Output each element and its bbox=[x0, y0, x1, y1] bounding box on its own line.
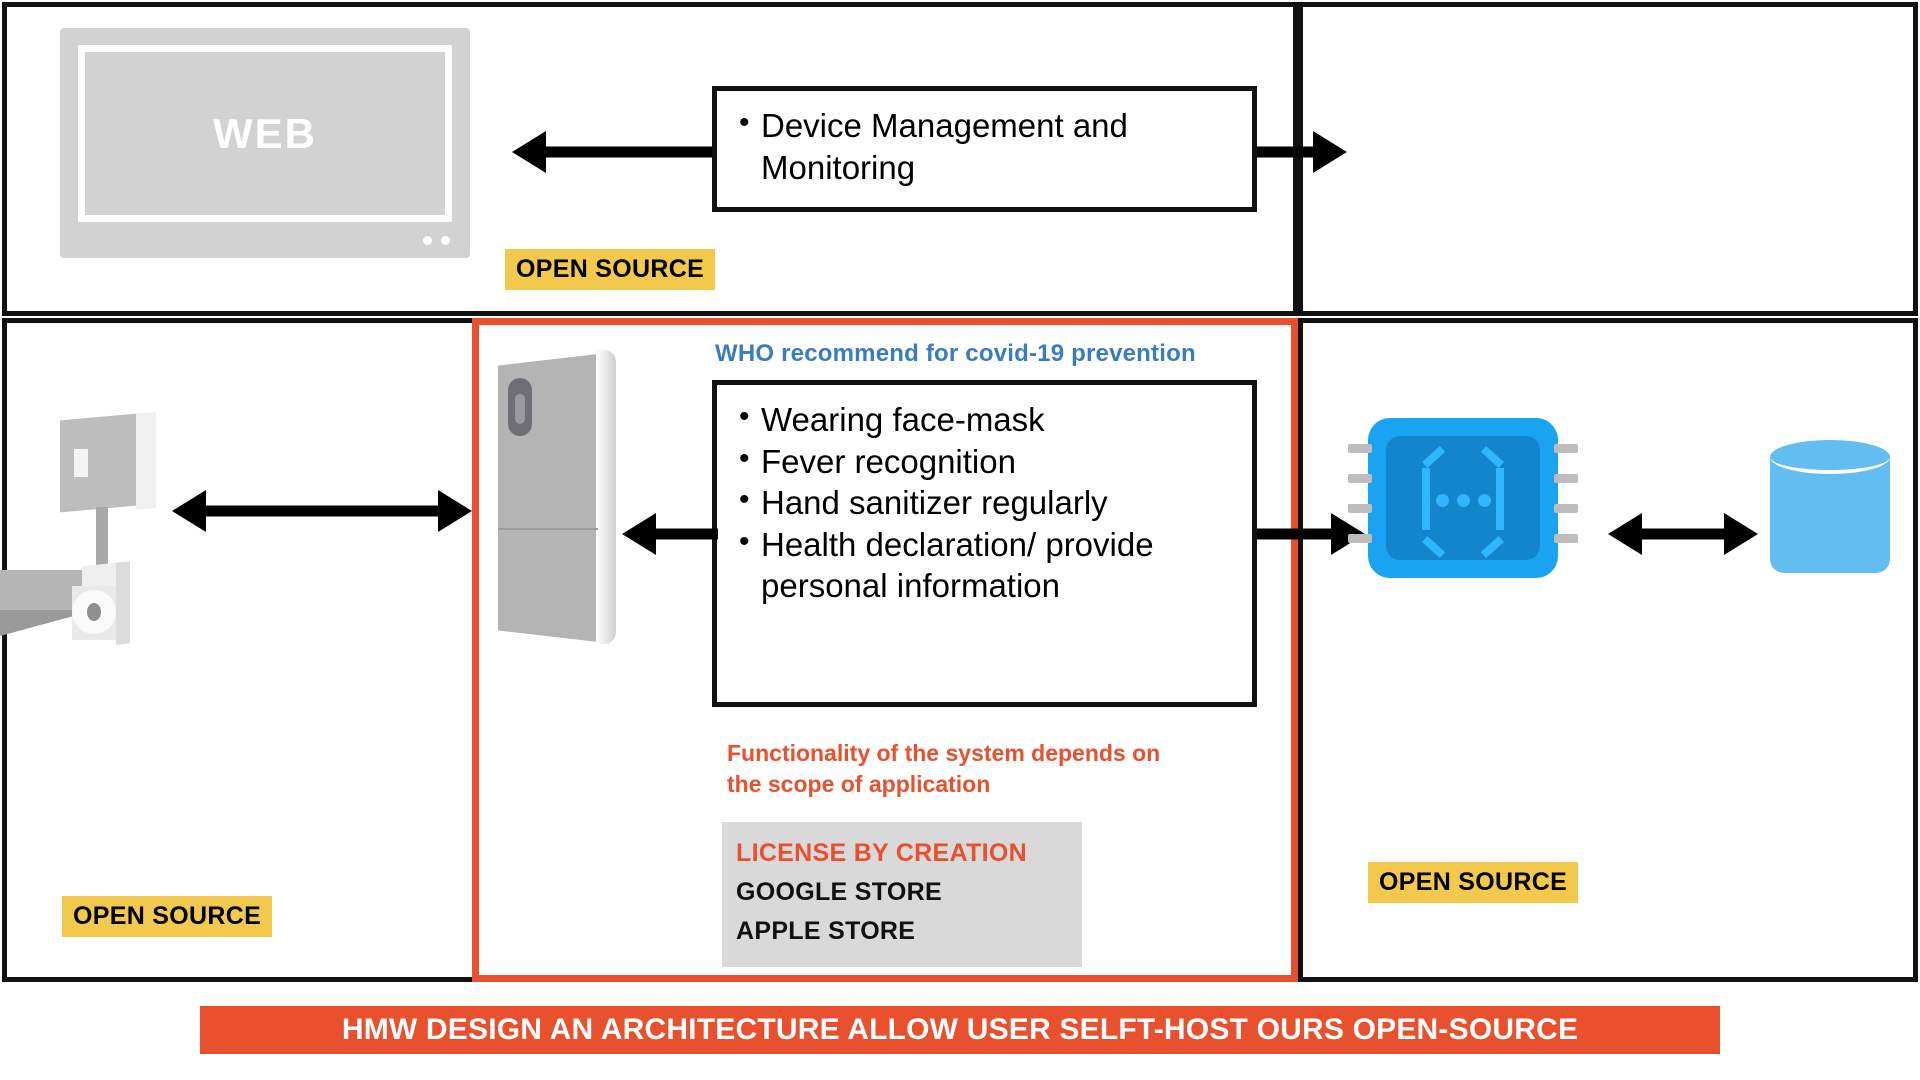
chip-pin bbox=[1348, 474, 1372, 483]
who-recommendation-list: Wearing face-mask Fever recognition Hand… bbox=[739, 398, 1234, 607]
arrow-shaft bbox=[1257, 146, 1317, 158]
chip-pin bbox=[1554, 534, 1578, 543]
page-title-banner: HMW DESIGN AN ARCHITECTURE ALLOW USER SE… bbox=[200, 1006, 1720, 1054]
arrow-sensor-to-kiosk-icon bbox=[172, 489, 472, 533]
sensor-pole bbox=[96, 507, 108, 567]
access-control-sensor-icon bbox=[54, 407, 164, 567]
bracket-left-stem bbox=[1422, 468, 1430, 530]
kiosk-seam bbox=[498, 528, 598, 530]
monitor-indicator-dot bbox=[423, 236, 432, 245]
chip-pin bbox=[1554, 444, 1578, 453]
chip-pin bbox=[1554, 504, 1578, 513]
monitor-icon: WEB bbox=[60, 28, 470, 258]
sensor-body bbox=[60, 413, 136, 513]
arrow-shaft bbox=[202, 505, 442, 517]
note-functionality-scope: Functionality of the system depends on t… bbox=[727, 740, 1161, 798]
sensor-screen bbox=[74, 449, 88, 477]
arrow-device-to-web-icon bbox=[512, 130, 712, 174]
license-info-box: LICENSE BY CREATION GOOGLE STORE APPLE S… bbox=[722, 822, 1082, 967]
arrow-head-left bbox=[512, 131, 546, 173]
bracket-right-top bbox=[1480, 445, 1504, 468]
arrow-shaft bbox=[542, 146, 712, 158]
camera-back-plate bbox=[116, 561, 130, 645]
security-camera-icon bbox=[0, 560, 150, 650]
list-item: Hand sanitizer regularly bbox=[739, 481, 1234, 524]
arrow-head-right bbox=[1313, 131, 1347, 173]
arrow-head-left bbox=[622, 513, 656, 555]
callout-who-recommendations: Wearing face-mask Fever recognition Hand… bbox=[712, 380, 1257, 707]
status-badge-open-source-backend: OPEN SOURCE bbox=[1368, 862, 1579, 903]
arrow-device-to-backend-icon bbox=[1257, 130, 1347, 174]
device-management-list: Device Management and Monitoring bbox=[739, 104, 1234, 188]
arrow-head-right bbox=[438, 490, 472, 532]
list-item: Fever recognition bbox=[739, 440, 1234, 483]
who-recommendation-heading: WHO recommend for covid-19 prevention bbox=[715, 340, 1196, 367]
bracket-left-top bbox=[1422, 445, 1446, 468]
chip-code-brackets-glyph bbox=[1386, 436, 1540, 560]
database-cylinder-icon bbox=[1770, 440, 1890, 590]
bracket-right-stem bbox=[1496, 468, 1504, 530]
chip-pin bbox=[1554, 474, 1578, 483]
monitor-screen bbox=[78, 45, 452, 222]
processor-chip-icon bbox=[1348, 408, 1578, 588]
bracket-left-bottom bbox=[1422, 536, 1446, 559]
sensor-side bbox=[136, 412, 156, 510]
kiosk-tablet-icon bbox=[492, 348, 622, 648]
arrow-head-left bbox=[172, 490, 206, 532]
status-badge-open-source-web: OPEN SOURCE bbox=[505, 249, 716, 290]
arrow-shaft bbox=[1638, 528, 1728, 540]
arrow-head-left bbox=[1608, 513, 1642, 555]
arrow-who-to-kiosk-icon bbox=[622, 512, 718, 556]
bracket-right-bottom bbox=[1480, 536, 1504, 559]
web-label: WEB bbox=[213, 110, 317, 157]
database-top-ellipse bbox=[1770, 440, 1890, 474]
arrow-head-right bbox=[1724, 513, 1758, 555]
license-store-google: GOOGLE STORE bbox=[736, 877, 942, 906]
monitor-indicator-dot bbox=[441, 236, 450, 245]
database-body bbox=[1770, 457, 1890, 573]
kiosk-edge bbox=[596, 350, 616, 644]
chip-dot bbox=[1436, 494, 1449, 507]
chip-pin bbox=[1348, 534, 1372, 543]
callout-device-management: Device Management and Monitoring bbox=[712, 86, 1257, 212]
license-store-apple: APPLE STORE bbox=[736, 916, 916, 945]
camera-lens-aperture bbox=[87, 603, 101, 621]
panel-top-right bbox=[1298, 2, 1918, 316]
list-item: Wearing face-mask bbox=[739, 398, 1234, 441]
arrow-chip-to-database-icon bbox=[1608, 512, 1758, 556]
status-badge-open-source-sensor: OPEN SOURCE bbox=[62, 896, 273, 937]
chip-dot bbox=[1478, 494, 1491, 507]
list-item: Health declaration/ provide personal inf… bbox=[739, 523, 1234, 607]
arrow-shaft bbox=[1257, 528, 1335, 540]
arrow-shaft bbox=[652, 528, 718, 540]
chip-dot bbox=[1457, 494, 1470, 507]
chip-pin bbox=[1348, 504, 1372, 513]
list-item: Device Management and Monitoring bbox=[739, 104, 1234, 188]
kiosk-camera-lens bbox=[515, 394, 525, 424]
chip-pin bbox=[1348, 444, 1372, 453]
license-title: LICENSE BY CREATION bbox=[736, 839, 1027, 867]
